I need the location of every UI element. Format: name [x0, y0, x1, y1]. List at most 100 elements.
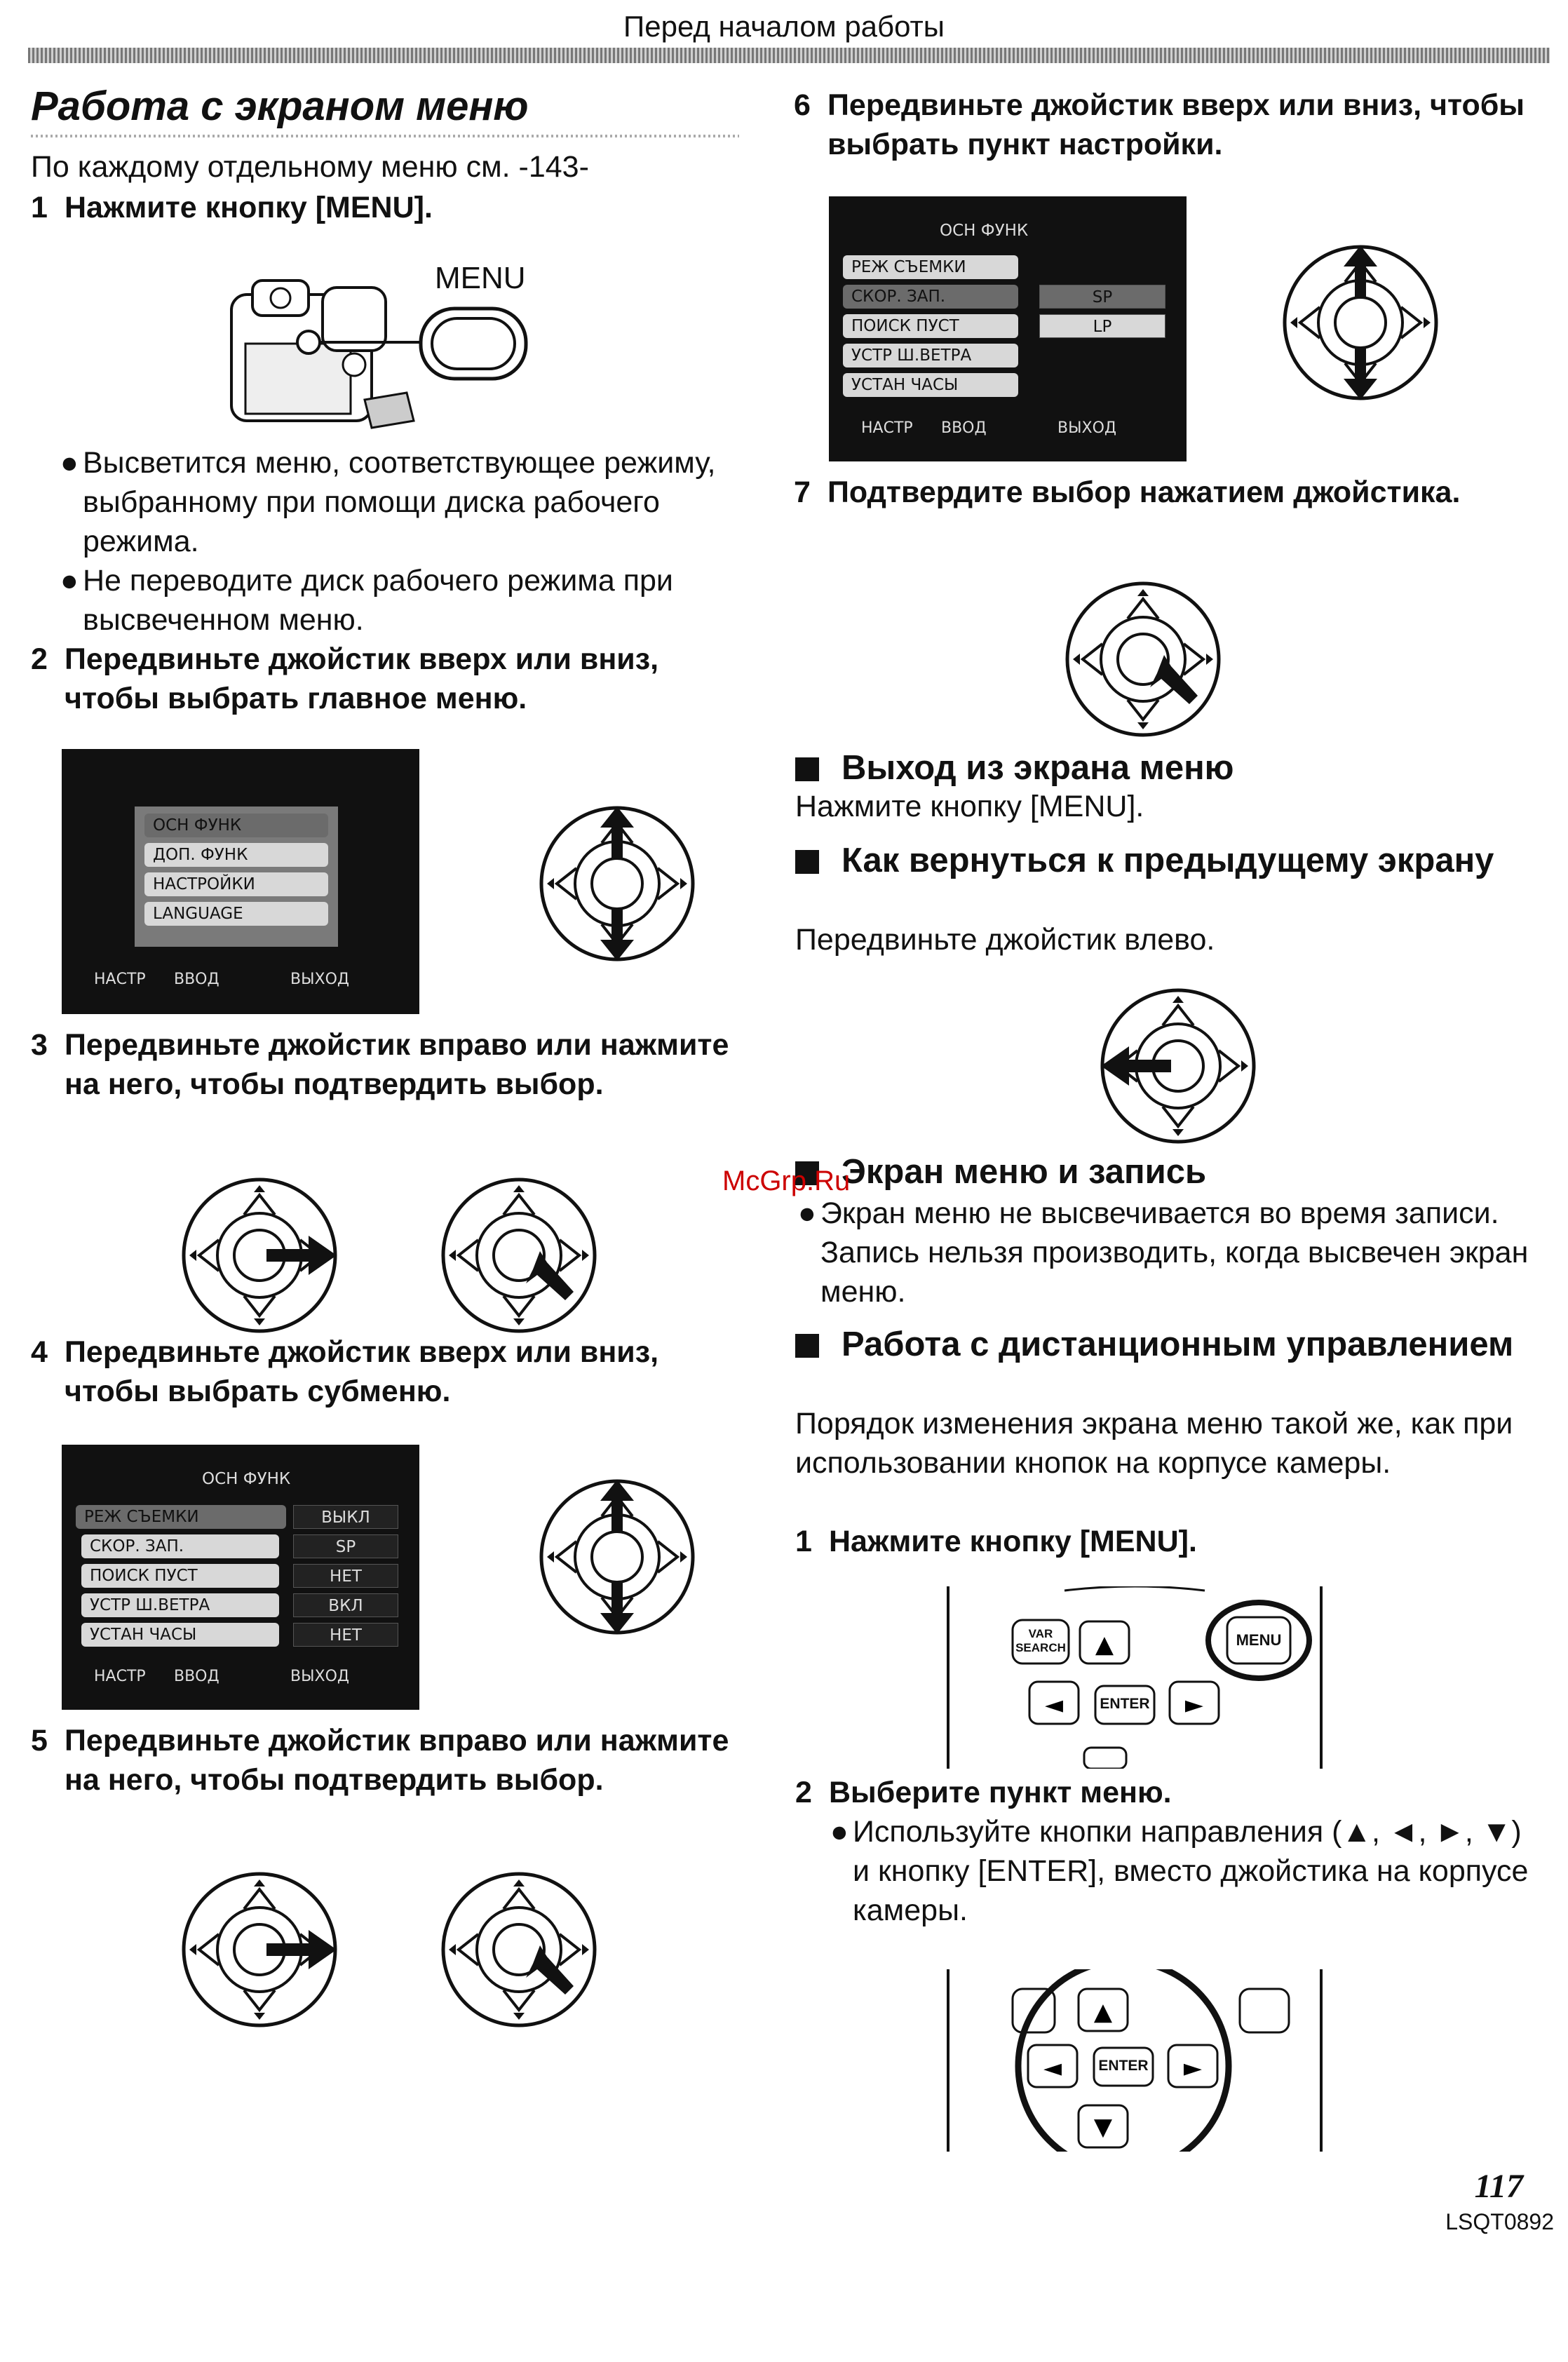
step-5: 5 Передвиньте джойстик вправо или нажмит… — [31, 1721, 746, 1800]
footer-set: НАСТР — [94, 971, 146, 988]
intro-text: По каждому отдельному меню см. -143- — [31, 150, 589, 184]
submenu-item: РЕЖ СЪЕМКИ — [76, 1505, 286, 1529]
step-text: Передвиньте джойстик вправо или нажмите … — [65, 1028, 729, 1101]
heading-square-icon — [795, 850, 819, 874]
screen-title: ОСН ФУНК — [940, 222, 1029, 240]
remote-body: ▲ ◄ ► — [947, 1586, 1323, 1769]
menu-item: ОСН ФУНК — [144, 814, 328, 837]
step-2: 2 Передвиньте джойстик вверх или вниз, ч… — [31, 640, 746, 718]
menu-screen-submenu: ОСН ФУНК РЕЖ СЪЕМКИ СКОР. ЗАП. ПОИСК ПУС… — [62, 1445, 419, 1710]
footer-exit: ВЫХОД — [290, 971, 350, 988]
svg-text:►: ► — [1184, 2054, 1203, 2082]
remote-enter-button[interactable]: ENTER — [1100, 1696, 1150, 1712]
step-4: 4 Передвиньте джойстик вверх или вниз, ч… — [31, 1332, 746, 1411]
joystick-press-icon — [435, 1171, 617, 1339]
heading-text: Работа с дистанционным управлением — [842, 1325, 1514, 1363]
bullet-text: Экран меню не высвечивается во время зап… — [820, 1196, 1529, 1309]
joystick-right-icon — [175, 1865, 358, 2034]
remote-menu-button[interactable]: MENU — [1236, 1631, 1282, 1649]
heading-text: Как вернуться к предыдущему экрану — [842, 842, 1494, 879]
submenu-value: НЕТ — [293, 1623, 398, 1647]
remote-control-menu: ▲ ◄ ► VAR SEARCH MENU ENTER — [945, 1586, 1324, 1769]
page-header: Перед началом работы — [623, 10, 945, 43]
svg-text:▲: ▲ — [1094, 1998, 1113, 2026]
joystick-press-icon — [1059, 575, 1241, 743]
step-text: Подтвердите выбор нажатием джойстика. — [827, 475, 1461, 509]
step-text: Нажмите кнопку [MENU]. — [829, 1525, 1197, 1558]
step-number: 4 — [31, 1335, 48, 1369]
submenu-item: УСТР Ш.ВЕТРА — [843, 344, 1018, 367]
joystick-up-down-icon — [533, 799, 701, 968]
bullet-dot: ● — [830, 1815, 849, 1849]
footer-enter: ВВОД — [174, 1668, 219, 1685]
submenu-item: СКОР. ЗАП. — [81, 1534, 279, 1558]
step-text: Нажмите кнопку [MENU]. — [65, 191, 433, 224]
camcorder-illustration — [230, 279, 528, 429]
submenu-item: УСТР Ш.ВЕТРА — [81, 1593, 279, 1617]
record-heading: Экран меню и запись — [795, 1152, 1539, 1192]
joystick-left-icon — [1080, 982, 1262, 1150]
watermark: McGrp.Ru — [722, 1166, 851, 1196]
bullet-text: Не переводите диск рабочего режима при в… — [83, 564, 673, 637]
menu-item: LANGUAGE — [144, 902, 328, 926]
remote-body: ▲ ◄ ► ▼ — [947, 1969, 1323, 2152]
submenu-item: СКОР. ЗАП. — [843, 285, 1018, 309]
svg-text:◄: ◄ — [1043, 2054, 1062, 2082]
submenu-value: ВЫКЛ — [293, 1505, 398, 1529]
var-search-button[interactable]: VAR SEARCH — [1015, 1627, 1066, 1654]
back-text: Передвиньте джойстик влево. — [795, 923, 1215, 957]
submenu-item: УСТАН ЧАСЫ — [81, 1623, 279, 1647]
joystick-right-icon — [175, 1171, 358, 1339]
svg-text:►: ► — [1185, 1691, 1204, 1719]
step-number: 2 — [31, 642, 48, 676]
option-value: LP — [1039, 314, 1165, 338]
document-code: LSQT0892 — [1445, 2209, 1554, 2234]
step-text: Передвиньте джойстик вверх или вниз, что… — [65, 642, 659, 715]
step-number: 1 — [31, 191, 48, 224]
header-rule — [28, 48, 1550, 63]
submenu-value: НЕТ — [293, 1564, 398, 1588]
remote-enter-button[interactable]: ENTER — [1098, 2058, 1149, 2074]
remote-heading: Работа с дистанционным управлением — [795, 1324, 1539, 1365]
joystick-up-down-icon — [1276, 238, 1445, 407]
bullet-item: ● Высветится меню, соответствующее режим… — [60, 443, 755, 561]
step-number: 5 — [31, 1724, 48, 1757]
exit-text: Нажмите кнопку [MENU]. — [795, 790, 1144, 823]
remote-step-2: 2 Выберите пункт меню. — [795, 1773, 1539, 1812]
bullet-dot: ● — [60, 564, 79, 598]
step-number: 7 — [794, 475, 811, 509]
menu-button-label: MENU — [435, 261, 526, 295]
remote-control-directions: ▲ ◄ ► ▼ ENTER — [945, 1969, 1324, 2152]
submenu-item: РЕЖ СЪЕМКИ — [843, 255, 1018, 279]
step-6: 6 Передвиньте джойстик вверх или вниз, ч… — [794, 86, 1537, 164]
joystick-up-down-icon — [533, 1473, 701, 1641]
footer-exit: ВЫХОД — [1057, 419, 1117, 437]
submenu-item: ПОИСК ПУСТ — [843, 314, 1018, 338]
heading-square-icon — [795, 1334, 819, 1358]
submenu-value: ВКЛ — [293, 1593, 398, 1617]
step-text: Передвиньте джойстик вверх или вниз, что… — [827, 88, 1525, 161]
bullet-item: ● Не переводите диск рабочего режима при… — [60, 561, 755, 640]
heading-square-icon — [795, 757, 819, 781]
menu-item: НАСТРОЙКИ — [144, 872, 328, 896]
menu-screen-main: ОСН ФУНК ДОП. ФУНК НАСТРОЙКИ LANGUAGE НА… — [62, 749, 419, 1014]
footer-enter: ВВОД — [941, 419, 987, 437]
footer-exit: ВЫХОД — [290, 1668, 350, 1685]
section-title: Работа с экраном меню — [31, 83, 529, 129]
menu-screen-options: ОСН ФУНК РЕЖ СЪЕМКИ СКОР. ЗАП. ПОИСК ПУС… — [829, 196, 1187, 461]
remote-text: Порядок изменения экрана меню такой же, … — [795, 1407, 1513, 1480]
step-number: 2 — [795, 1776, 812, 1809]
bullet-dot: ● — [60, 446, 79, 480]
svg-text:▼: ▼ — [1094, 2113, 1113, 2141]
option-value: SP — [1039, 285, 1165, 309]
step-number: 3 — [31, 1028, 48, 1062]
submenu-item: ПОИСК ПУСТ — [81, 1564, 279, 1588]
step-text: Передвиньте джойстик вверх или вниз, что… — [65, 1335, 659, 1408]
footer-set: НАСТР — [861, 419, 913, 437]
footer-enter: ВВОД — [174, 971, 219, 988]
submenu-value: SP — [293, 1534, 398, 1558]
heading-square-icon — [795, 1161, 819, 1185]
bullet-item: ● Используйте кнопки направления (▲, ◄, … — [830, 1812, 1539, 1930]
bullet-text: Высветится меню, соответствующее режиму,… — [83, 446, 716, 558]
step-text: Передвиньте джойстик вправо или нажмите … — [65, 1724, 729, 1797]
